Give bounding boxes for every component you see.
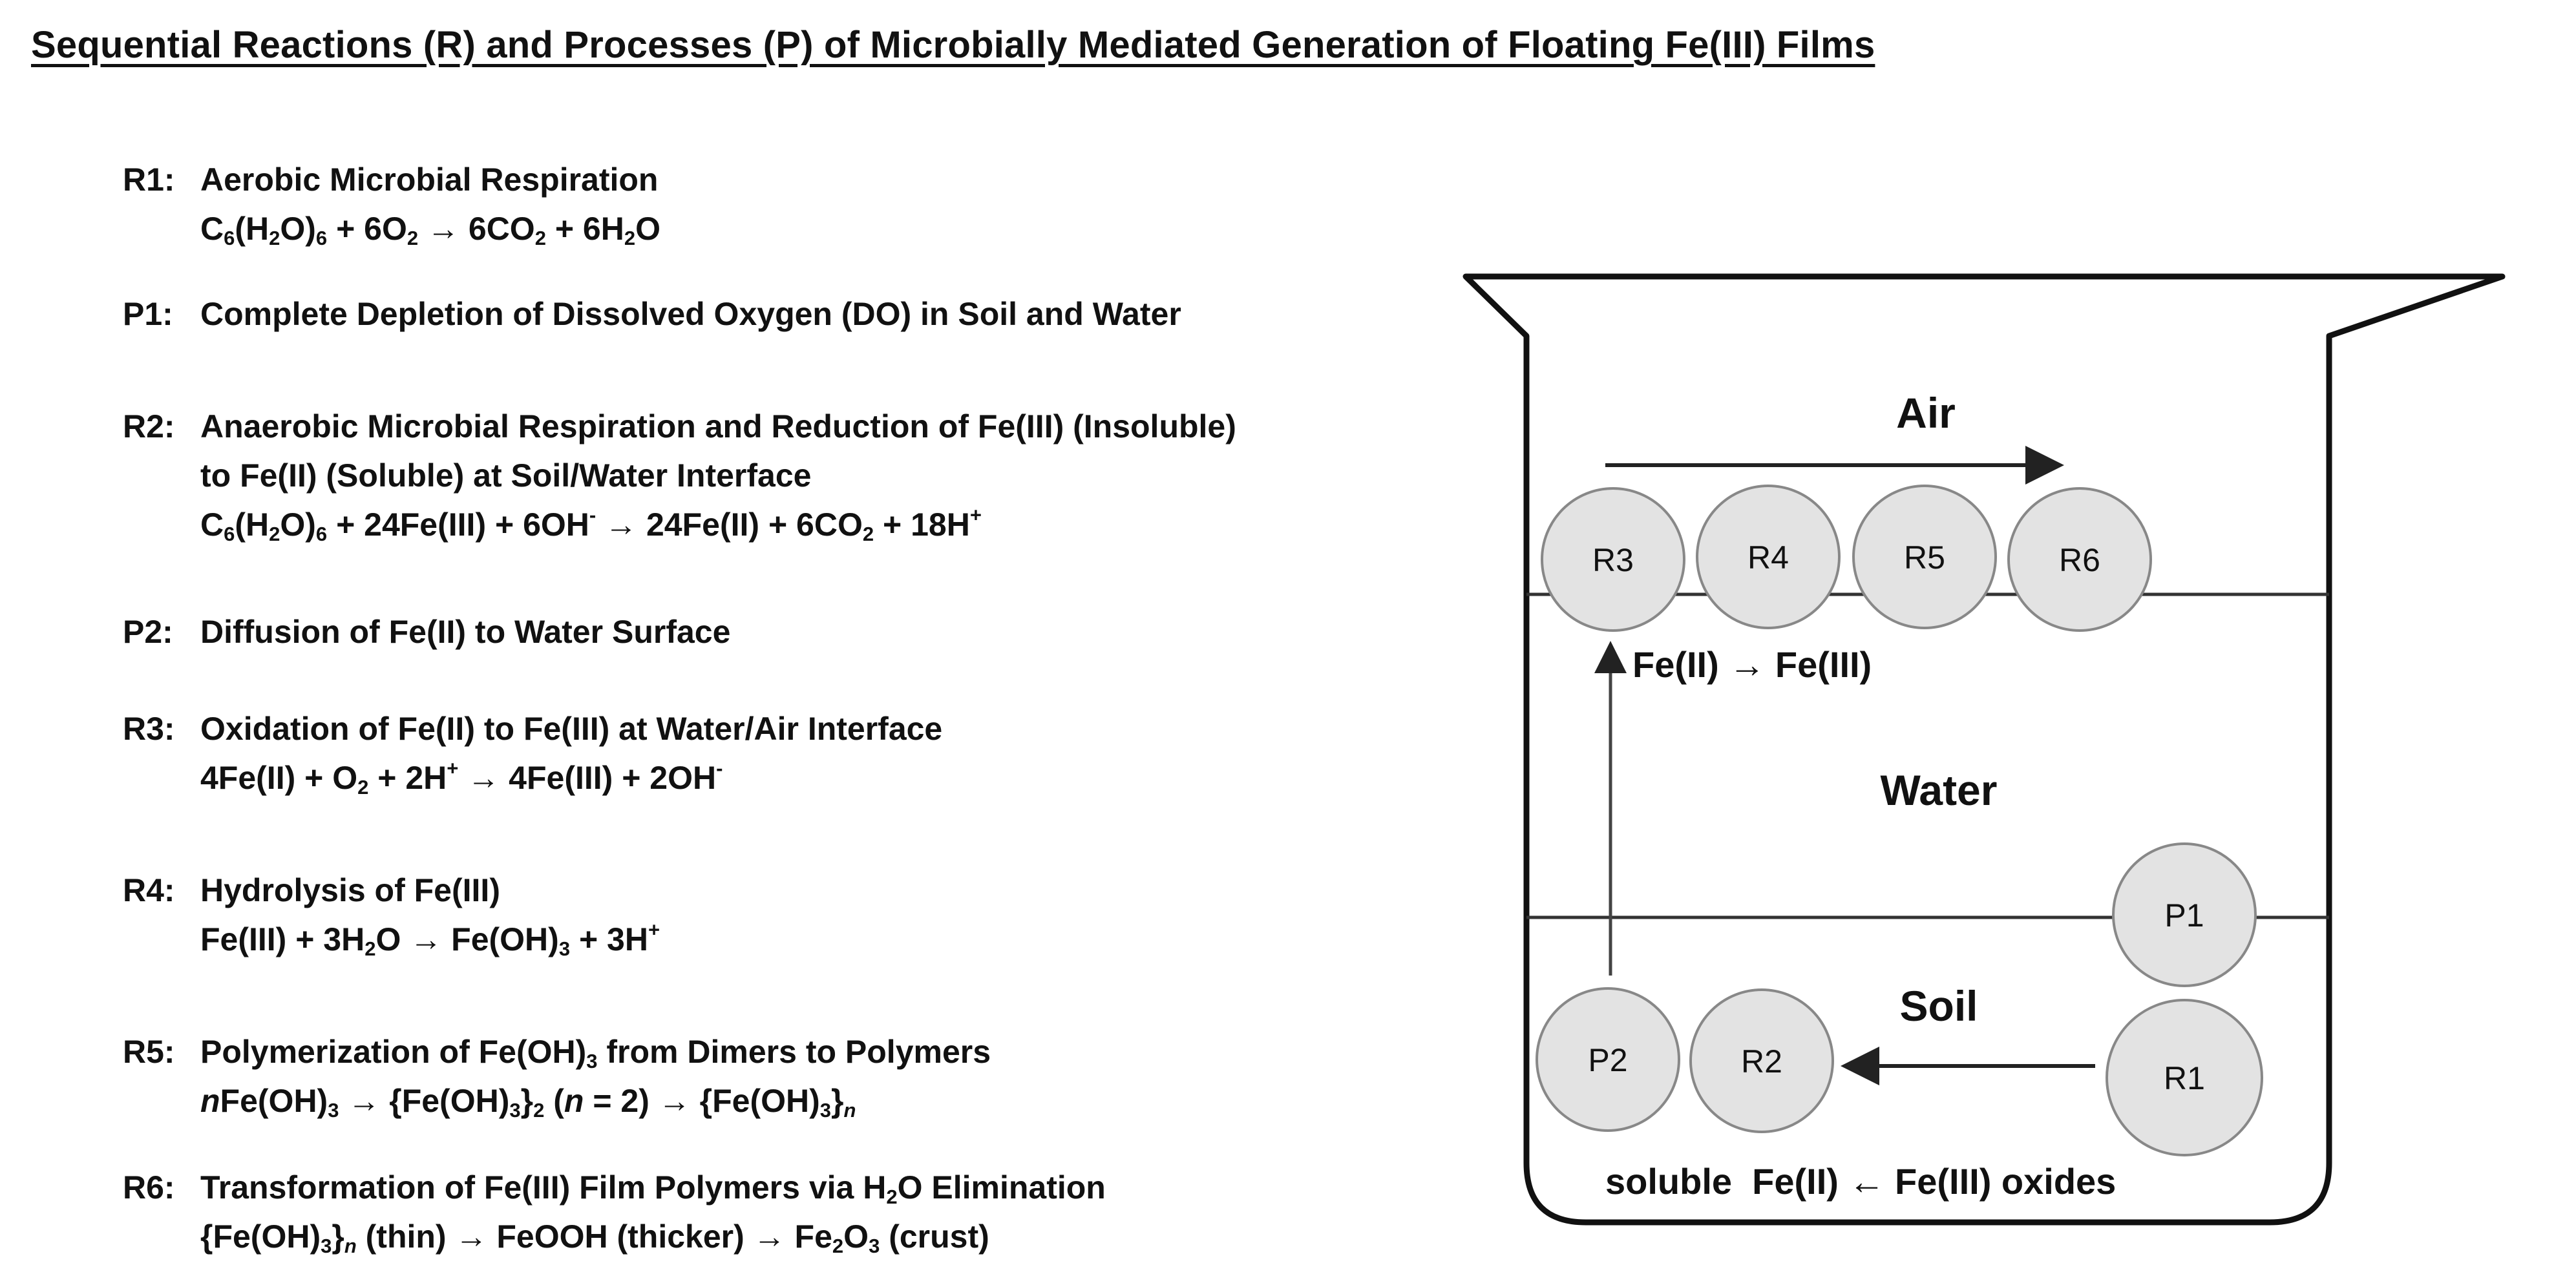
step-name: Hydrolysis of Fe(III) [200,872,500,908]
step-code: P1: [123,296,173,332]
node-p2: P2 [1536,987,1680,1132]
step-name: Diffusion of Fe(II) to Water Surface [200,614,731,650]
step-r2: R2: Anaerobic Microbial Respiration and R… [123,402,1236,549]
node-label: P2 [1588,1042,1627,1078]
node-label: R6 [2059,542,2100,578]
step-equation: Fe(III) + 3H2O → Fe(OH)3 + 3H+ [200,918,660,960]
step-name: Aerobic Microbial Respiration [200,162,659,198]
node-p1: P1 [2112,842,2257,987]
step-name: Oxidation of Fe(II) to Fe(III) at Water/… [200,711,943,747]
layer-label-soil: Soil [1899,982,1978,1030]
step-code: R6: [123,1169,175,1206]
step-code: R1: [123,162,175,198]
node-r1: R1 [2106,999,2263,1156]
step-r4: R4: Hydrolysis of Fe(III) Fe(III) + 3H2O … [123,866,660,964]
step-equation: C6(H2O)6 + 6O2 → 6CO2 + 6H2O [200,211,661,249]
step-name: Transformation of Fe(III) Film Polymers … [200,1169,1106,1208]
layer-label-water: Water [1881,766,1998,814]
node-label: R1 [2164,1060,2205,1096]
step-name: Complete Depletion of Dissolved Oxygen (… [200,296,1181,332]
figure-title: Sequential Reactions (R) and Processes (… [31,24,1875,66]
step-r3: R3: Oxidation of Fe(II) to Fe(III) at Wat… [123,704,942,802]
node-r5: R5 [1852,485,1997,629]
node-r2: R2 [1689,988,1834,1133]
step-name: Anaerobic Microbial Respiration and Redu… [200,408,1236,444]
surface-reaction-label: Fe(II) → Fe(III) [1632,644,1872,685]
step-code: R5: [123,1034,175,1070]
step-r5: R5: Polymerization of Fe(OH)3 from Dimers… [123,1027,991,1125]
step-code: R2: [123,408,175,444]
node-label: R4 [1747,539,1789,576]
step-equation: nFe(OH)3 → {Fe(OH)3}2 (n = 2) → {Fe(OH)3… [200,1083,856,1122]
step-code: R3: [123,711,175,747]
step-code: P2: [123,614,173,650]
step-code: R4: [123,872,175,908]
step-p2: P2: Diffusion of Fe(II) to Water Surface [123,607,730,656]
node-r4: R4 [1696,485,1841,629]
node-r3: R3 [1541,487,1685,632]
soil-reaction-label: soluble Fe(II) ← Fe(III) oxides [1605,1161,2116,1202]
step-equation: 4Fe(II) + O2 + 2H+ → 4Fe(III) + 2OH- [200,757,723,799]
step-equation: {Fe(OH)3}n (thin) → FeOOH (thicker) → Fe… [200,1218,989,1257]
step-equation: C6(H2O)6 + 24Fe(III) + 6OH- → 24Fe(II) +… [200,503,982,545]
node-r6: R6 [2007,487,2152,632]
beaker-outline [1462,273,2506,1226]
node-label: R2 [1741,1043,1782,1080]
node-label: R3 [1592,542,1634,578]
step-r6: R6: Transformation of Fe(III) Film Polyme… [123,1163,1106,1261]
step-name-line2: to Fe(II) (Soluble) at Soil/Water Interf… [200,457,812,494]
step-name: Polymerization of Fe(OH)3 from Dimers to… [200,1034,991,1072]
node-label: R5 [1904,539,1945,576]
layer-label-air: Air [1896,389,1956,437]
step-p1: P1: Complete Depletion of Dissolved Oxyge… [123,289,1181,339]
step-r1: R1: Aerobic Microbial Respiration C6(H2O)… [123,155,660,253]
node-label: P1 [2164,897,2204,934]
